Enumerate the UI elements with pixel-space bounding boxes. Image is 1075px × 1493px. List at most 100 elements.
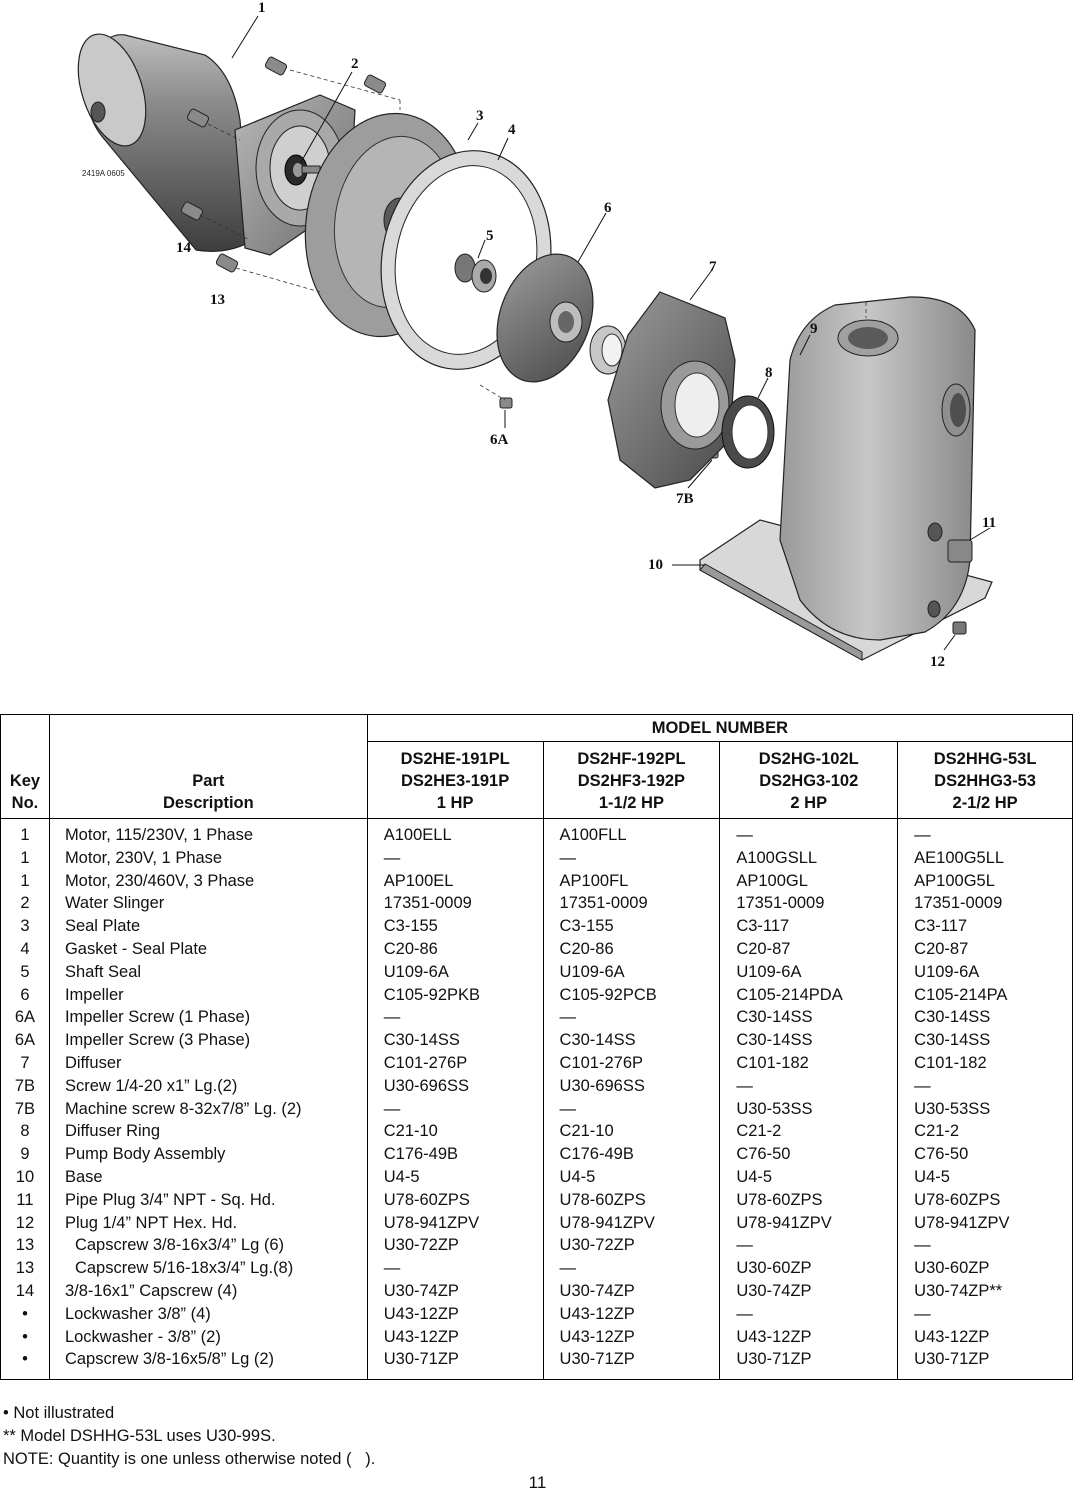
key-number: 6A (14, 1008, 36, 1027)
callout-9: 9 (810, 321, 818, 337)
part-number-model-1: U78-60ZPS (366, 1188, 544, 1212)
part-number-model-3: — (719, 1234, 898, 1258)
part-description: Gasket - Seal Plate (48, 937, 368, 961)
part-number-model-1: C105-92PKB (366, 983, 544, 1007)
part-number-model-4: C105-214PA (897, 983, 1073, 1007)
part-description: Motor, 230V, 1 Phase (48, 846, 368, 870)
part-number-model-3: U30-71ZP (719, 1348, 898, 1380)
key-number: 7B (14, 1076, 36, 1095)
part-number-model-4: AP100G5L (897, 869, 1073, 893)
note-quantity: NOTE: Quantity is one unless otherwise n… (3, 1450, 376, 1468)
callout-8: 8 (765, 365, 773, 381)
part-number-model-3: 17351-0009 (719, 892, 898, 916)
part-number-model-4: U78-60ZPS (897, 1188, 1073, 1212)
callout-6a: 6A (490, 432, 509, 448)
callout-7b: 7B (676, 491, 694, 507)
callout-12: 12 (930, 654, 945, 670)
key-number: 11 (16, 1190, 34, 1209)
part-number-model-1: U78-941ZPV (366, 1211, 544, 1235)
part-description: 3/8-16x1” Capscrew (4) (48, 1279, 368, 1303)
part-number-model-1: — (366, 1006, 544, 1030)
part-number-model-3: C76-50 (719, 1143, 898, 1166)
part-number-model-3: U109-6A (719, 960, 898, 984)
part-number-model-2: C176-49B (542, 1143, 720, 1166)
part-description: Seal Plate (48, 915, 368, 938)
part-description: Diffuser (48, 1051, 368, 1075)
note-model-exception: ** Model DSHHG-53L uses U30-99S. (3, 1427, 276, 1445)
part-number-model-2: U30-71ZP (542, 1348, 720, 1380)
part-number-model-1: A100ELL (366, 818, 544, 847)
part-number-model-1: U30-74ZP (366, 1279, 544, 1303)
part-number-model-4: C30-14SS (897, 1006, 1073, 1030)
key-number: 10 (15, 1167, 35, 1186)
part-number-model-2: — (542, 1006, 720, 1030)
part-number-model-2: U109-6A (542, 960, 720, 984)
part-description: Motor, 115/230V, 1 Phase (48, 818, 368, 847)
part-number-model-3: A100GSLL (719, 846, 898, 870)
part-number-model-4: — (897, 818, 1073, 847)
callout-1: 1 (258, 0, 266, 16)
part-number-model-1: U43-12ZP (366, 1302, 544, 1326)
part-number-model-4: 17351-0009 (897, 892, 1073, 916)
part-description: Impeller Screw (1 Phase) (48, 1006, 368, 1030)
callout-13: 13 (210, 292, 225, 308)
part-number-model-2: U43-12ZP (542, 1325, 720, 1349)
key-number: 3 (20, 917, 30, 936)
diffuser-ring (721, 395, 775, 469)
callout-7: 7 (709, 259, 717, 275)
key-number: 4 (20, 939, 30, 958)
part-number-model-3: C105-214PDA (719, 983, 898, 1007)
part-number-model-1: U43-12ZP (366, 1325, 544, 1349)
key-number: 13 (15, 1236, 35, 1255)
key-number: 8 (20, 1122, 30, 1141)
exploded-parts-diagram: 2419A 0605 1 2 3 4 5 6 6A 7 7B 8 9 10 11… (77, 0, 996, 670)
key-number: 12 (15, 1213, 35, 1232)
part-number-model-1: U30-71ZP (366, 1348, 544, 1380)
part-description: Pipe Plug 3/4” NPT - Sq. Hd. (48, 1188, 368, 1212)
part-description: Impeller Screw (3 Phase) (48, 1029, 368, 1052)
part-number-model-2: U30-74ZP (542, 1279, 720, 1303)
key-number: 1 (20, 826, 30, 844)
part-number-model-1: C3-155 (366, 915, 544, 938)
callout-3: 3 (476, 108, 484, 124)
part-description: Plug 1/4” NPT Hex. Hd. (48, 1211, 368, 1235)
part-number-model-3: U78-60ZPS (719, 1188, 898, 1212)
callout-14: 14 (176, 240, 192, 256)
part-number-model-3: AP100GL (719, 869, 898, 893)
part-number-model-2: U30-72ZP (542, 1234, 720, 1258)
part-number-model-3: C20-87 (719, 937, 898, 961)
key-number: 6 (20, 985, 30, 1004)
part-description: Capscrew 5/16-18x3/4” Lg.(8) (48, 1257, 368, 1280)
part-number-model-3: C101-182 (719, 1051, 898, 1075)
part-number-model-2: U78-941ZPV (542, 1211, 720, 1235)
shaft-seal (454, 253, 497, 293)
page-number: 11 (528, 1473, 547, 1492)
part-description: Lockwasher - 3/8” (2) (48, 1325, 368, 1349)
part-number-model-4: C21-2 (897, 1120, 1073, 1144)
part-number-model-4: C30-14SS (897, 1029, 1073, 1052)
part-number-model-1: C30-14SS (366, 1029, 544, 1052)
part-number-model-2: C101-276P (542, 1051, 720, 1075)
part-number-model-2: U4-5 (542, 1165, 720, 1189)
part-description: Diffuser Ring (48, 1120, 368, 1144)
part-number-model-1: C20-86 (366, 937, 544, 961)
key-number: • (22, 1350, 28, 1369)
part-number-model-1: U30-696SS (366, 1074, 544, 1098)
part-number-model-2: — (542, 1257, 720, 1280)
note-not-illustrated: • Not illustrated (3, 1404, 115, 1422)
key-number: 14 (15, 1281, 35, 1300)
